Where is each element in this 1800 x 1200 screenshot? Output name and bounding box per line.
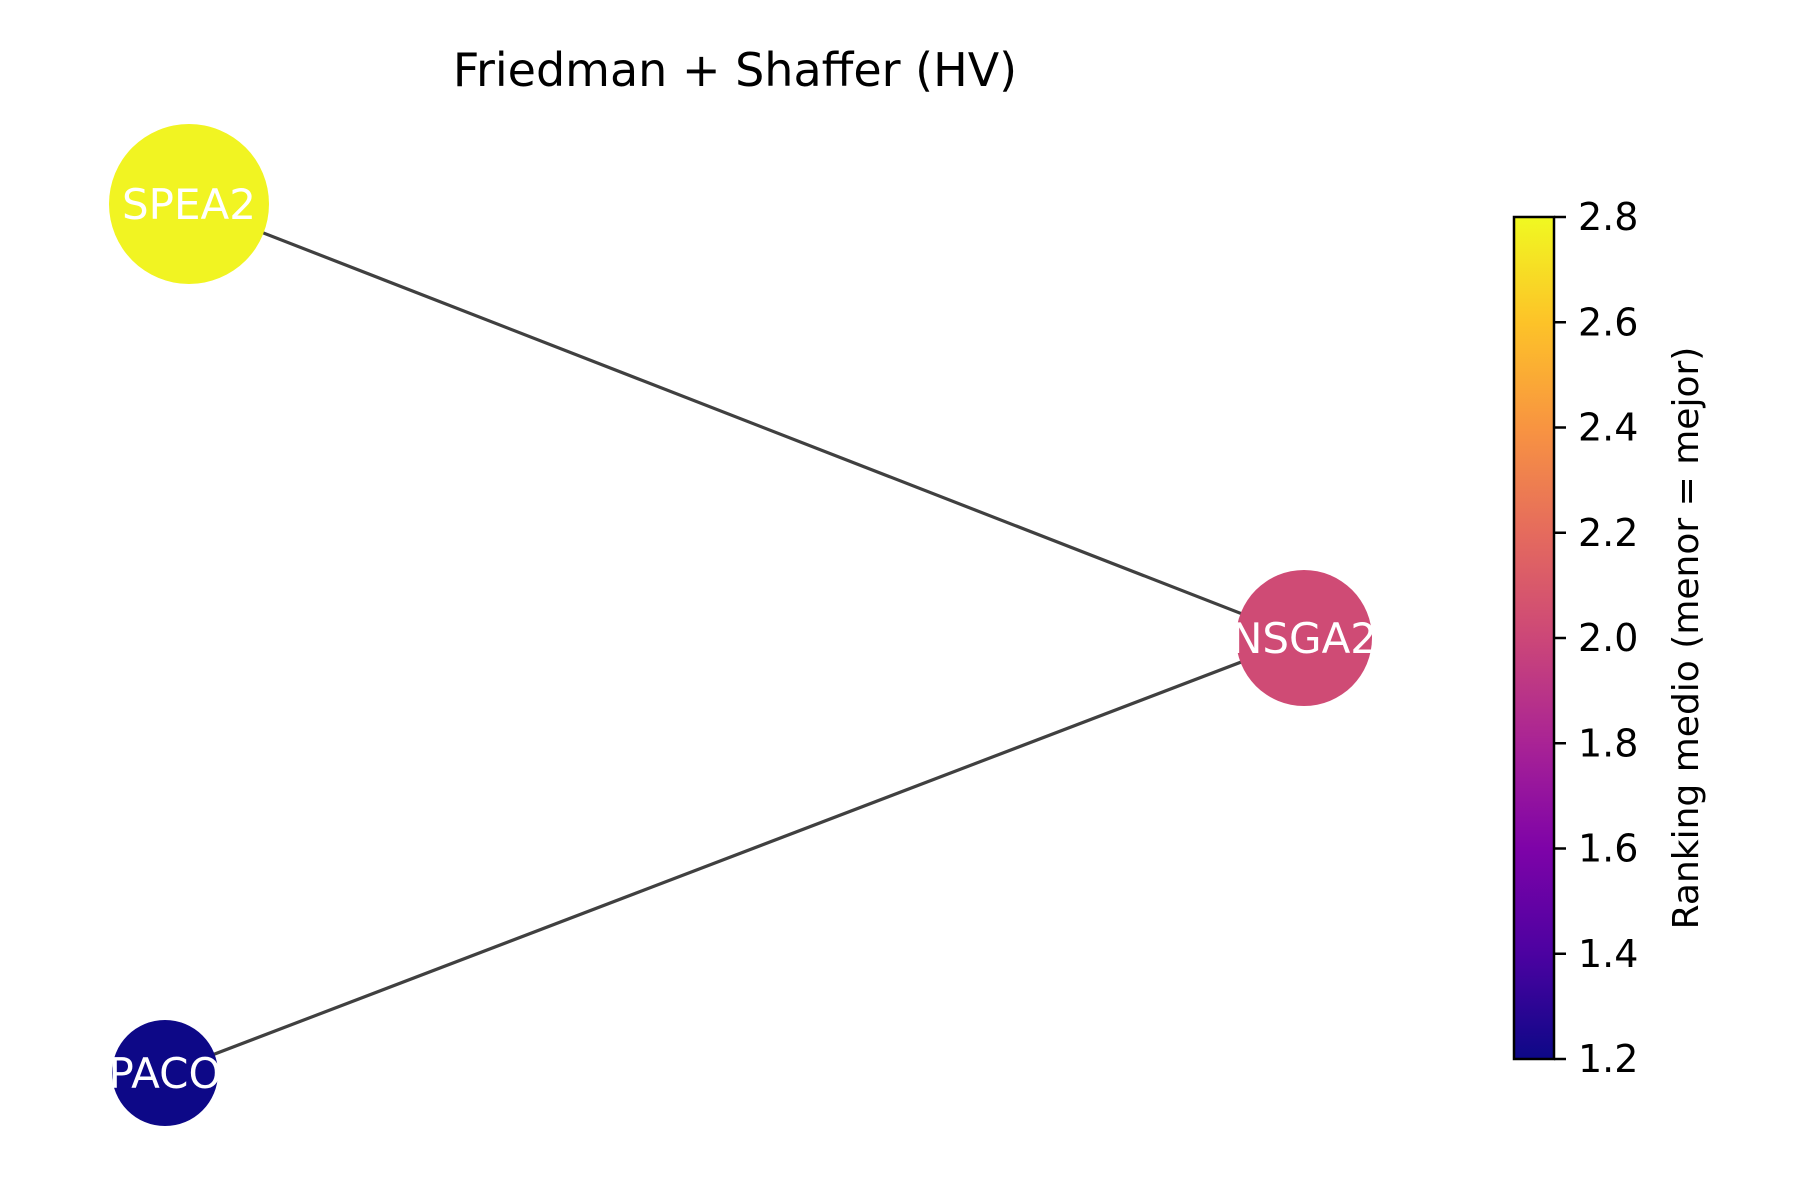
- diagram-title: Friedman + Shaffer (HV): [453, 43, 1017, 97]
- edge-spea2-nsga2: [188, 202, 1305, 640]
- colorbar-tick-label: 2.0: [1578, 616, 1638, 660]
- node-circle-paco: [112, 1020, 218, 1126]
- colorbar-tick-label: 2.4: [1578, 406, 1638, 450]
- node-spea2[interactable]: SPEA2: [109, 124, 269, 284]
- colorbar-gradient: [1512, 215, 1556, 1061]
- colorbar-tick-label: 1.4: [1578, 932, 1638, 976]
- colorbar-ticks: 1.2 1.4 1.6 1.8 2.0 2.2 2.4 2.6 2.8: [1554, 195, 1638, 1081]
- node-label-spea2: SPEA2: [122, 180, 256, 229]
- colorbar: 1.2 1.4 1.6 1.8 2.0 2.2 2.4 2.6 2.8 Ranking medi…: [1512, 195, 1707, 1081]
- colorbar-tick-label: 1.6: [1578, 827, 1638, 871]
- colorbar-tick-label: 1.2: [1578, 1037, 1638, 1081]
- colorbar-tick-label: 2.6: [1578, 300, 1638, 344]
- node-circle-nsga2: [1236, 570, 1372, 706]
- colorbar-label: Ranking medio (menor = mejor): [1666, 347, 1707, 930]
- node-label-nsga2: NSGA2: [1231, 614, 1377, 663]
- node-nsga2[interactable]: NSGA2: [1231, 570, 1377, 706]
- edge-nsga2-paco: [164, 636, 1305, 1075]
- node-paco[interactable]: PACO: [108, 1020, 222, 1126]
- node-circle-spea2: [109, 124, 269, 284]
- colorbar-tick-label: 2.8: [1578, 195, 1638, 239]
- colorbar-tick-label: 1.8: [1578, 721, 1638, 765]
- colorbar-tick-label: 2.2: [1578, 511, 1638, 555]
- edges-layer: [164, 202, 1305, 1075]
- node-label-paco: PACO: [108, 1049, 221, 1098]
